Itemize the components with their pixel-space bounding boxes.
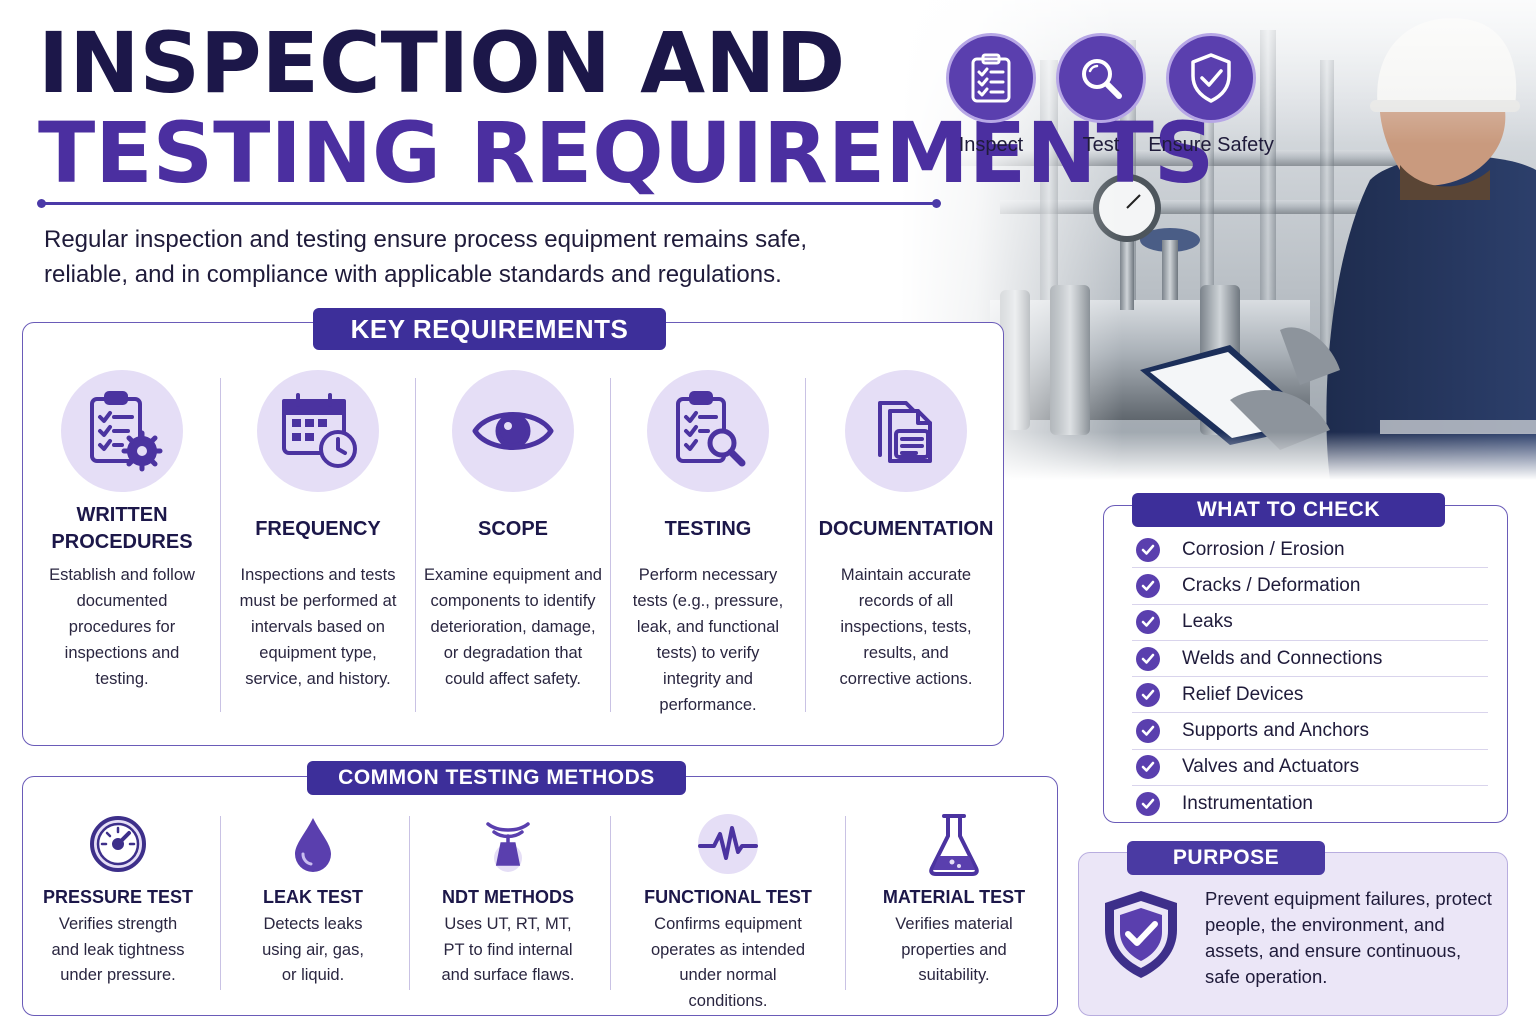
- requirement-heading: SCOPE: [477, 517, 549, 540]
- requirement-written-procedures: WRITTEN PROCEDURES Establish and follow …: [24, 370, 220, 692]
- list-item-label: Leaks: [1182, 611, 1233, 633]
- requirement-testing: TESTING Perform necessary tests (e.g., p…: [610, 370, 806, 718]
- requirement-text: Perform necessary tests (e.g., pressure,…: [632, 566, 784, 714]
- key-requirements-title: KEY REQUIREMENTS: [313, 308, 666, 350]
- what-to-check-list: Corrosion / Erosion Cracks / Deformation…: [1132, 532, 1488, 822]
- method-heading: PRESSURE TEST: [42, 887, 194, 907]
- list-item-label: Instrumentation: [1182, 793, 1313, 815]
- top-icon-label: Ensure Safety: [1148, 134, 1274, 156]
- purpose-text: Prevent equipment failures, protect peop…: [1205, 888, 1492, 987]
- check-circle-icon: [1136, 682, 1160, 707]
- method-ndt-methods: NDT METHODS Uses UT, RT, MT, PT to find …: [420, 812, 596, 989]
- intro-text: Regular inspection and testing ensure pr…: [44, 226, 808, 288]
- requirement-frequency: FREQUENCY Inspections and tests must be …: [220, 370, 416, 692]
- what-to-check-panel: [1103, 505, 1508, 823]
- title-line-1: INSPECTION AND: [38, 14, 846, 112]
- top-icon-inspect: Inspect: [936, 36, 1046, 157]
- pressure-gauge-icon: [86, 812, 150, 876]
- column-divider: [409, 816, 410, 990]
- list-item-label: Cracks / Deformation: [1182, 574, 1361, 596]
- column-divider: [220, 816, 221, 990]
- column-divider: [845, 816, 846, 990]
- testing-methods-title: COMMON TESTING METHODS: [307, 761, 686, 795]
- requirement-documentation: DOCUMENTATION Maintain accurate records …: [808, 370, 1004, 692]
- list-item: Leaks: [1132, 605, 1488, 641]
- list-item-label: Corrosion / Erosion: [1182, 538, 1345, 560]
- what-to-check-title: WHAT TO CHECK: [1132, 493, 1445, 527]
- check-circle-icon: [1136, 573, 1160, 598]
- requirement-text: Examine equipment and components to iden…: [424, 566, 602, 688]
- check-circle-icon: [1136, 792, 1160, 817]
- list-item: Cracks / Deformation: [1132, 568, 1488, 605]
- method-text: Confirms equipment operates as intended …: [650, 915, 806, 1010]
- list-item-label: Supports and Anchors: [1182, 720, 1369, 742]
- clipboard-magnifier-icon: [647, 370, 769, 492]
- requirement-scope: SCOPE Examine equipment and components t…: [415, 370, 611, 692]
- method-heading: LEAK TEST: [262, 887, 363, 907]
- clipboard-gear-icon: [61, 370, 183, 492]
- method-text: Detects leaks using air, gas, or liquid.: [262, 915, 364, 984]
- shield-check-icon: [1169, 36, 1253, 120]
- droplet-icon: [281, 812, 345, 876]
- top-icon-row: Inspect Test Ensure Safety: [936, 36, 1274, 157]
- top-icon-label: Inspect: [958, 134, 1024, 156]
- check-circle-icon: [1136, 755, 1160, 780]
- requirement-heading: TESTING: [664, 517, 752, 540]
- column-divider: [415, 378, 416, 712]
- list-item: Welds and Connections: [1132, 641, 1488, 678]
- requirement-text: Establish and follow documented procedur…: [49, 566, 195, 688]
- documents-icon: [845, 370, 967, 492]
- check-circle-icon: [1136, 719, 1160, 744]
- check-circle-icon: [1136, 646, 1160, 671]
- shield-check-icon: [1100, 888, 1182, 987]
- requirement-text: Inspections and tests must be performed …: [239, 566, 397, 688]
- title-line-2: TESTING REQUIREMENTS: [38, 104, 1215, 202]
- list-item-label: Valves and Actuators: [1182, 756, 1360, 778]
- method-text: Verifies strength and leak tightness und…: [51, 915, 185, 984]
- list-item: Valves and Actuators: [1132, 750, 1488, 787]
- method-heading: MATERIAL TEST: [882, 887, 1026, 907]
- check-circle-icon: [1136, 537, 1160, 562]
- title-divider: [37, 199, 941, 208]
- list-item: Relief Devices: [1132, 677, 1488, 714]
- requirement-heading: DOCUMENTATION: [818, 517, 994, 540]
- flask-icon: [922, 812, 986, 876]
- column-divider: [805, 378, 806, 712]
- eye-icon: [452, 370, 574, 492]
- method-text: Uses UT, RT, MT, PT to find internal and…: [441, 915, 575, 984]
- requirement-text: Maintain accurate records of all inspect…: [839, 566, 973, 688]
- requirement-heading: FREQUENCY: [255, 517, 381, 540]
- purpose-title: PURPOSE: [1127, 841, 1325, 875]
- list-item: Corrosion / Erosion: [1132, 532, 1488, 569]
- calendar-clock-icon: [257, 370, 379, 492]
- top-icon-test: Test: [1046, 36, 1156, 157]
- check-circle-icon: [1136, 610, 1160, 635]
- column-divider: [610, 816, 611, 990]
- clipboard-checklist-icon: [949, 36, 1033, 120]
- method-heading: NDT METHODS: [442, 887, 574, 907]
- magnifier-icon: [1059, 36, 1143, 120]
- method-heading: FUNCTIONAL TEST: [644, 887, 812, 907]
- list-item: Instrumentation: [1132, 786, 1488, 822]
- testing-methods-panel: [22, 776, 1058, 1016]
- method-material-test: MATERIAL TEST Verifies material properti…: [864, 812, 1044, 989]
- method-functional-test: FUNCTIONAL TEST Confirms equipment opera…: [628, 812, 828, 1014]
- column-divider: [610, 378, 611, 712]
- list-item-label: Relief Devices: [1182, 683, 1304, 705]
- ultrasonic-probe-icon: [476, 812, 540, 876]
- column-divider: [220, 378, 221, 712]
- method-text: Verifies material properties and suitabi…: [895, 915, 1013, 984]
- top-icon-label: Test: [1082, 134, 1120, 156]
- method-leak-test: LEAK TEST Detects leaks using air, gas, …: [232, 812, 394, 989]
- page-title: INSPECTION AND TESTING REQUIREMENTS: [38, 18, 1214, 198]
- list-item-label: Welds and Connections: [1182, 647, 1383, 669]
- list-item: Supports and Anchors: [1132, 713, 1488, 750]
- heartbeat-pulse-icon: [696, 812, 760, 876]
- top-icon-ensure-safety: Ensure Safety: [1148, 36, 1274, 157]
- requirement-heading: WRITTEN PROCEDURES: [51, 504, 193, 553]
- method-pressure-test: PRESSURE TEST Verifies strength and leak…: [28, 812, 208, 989]
